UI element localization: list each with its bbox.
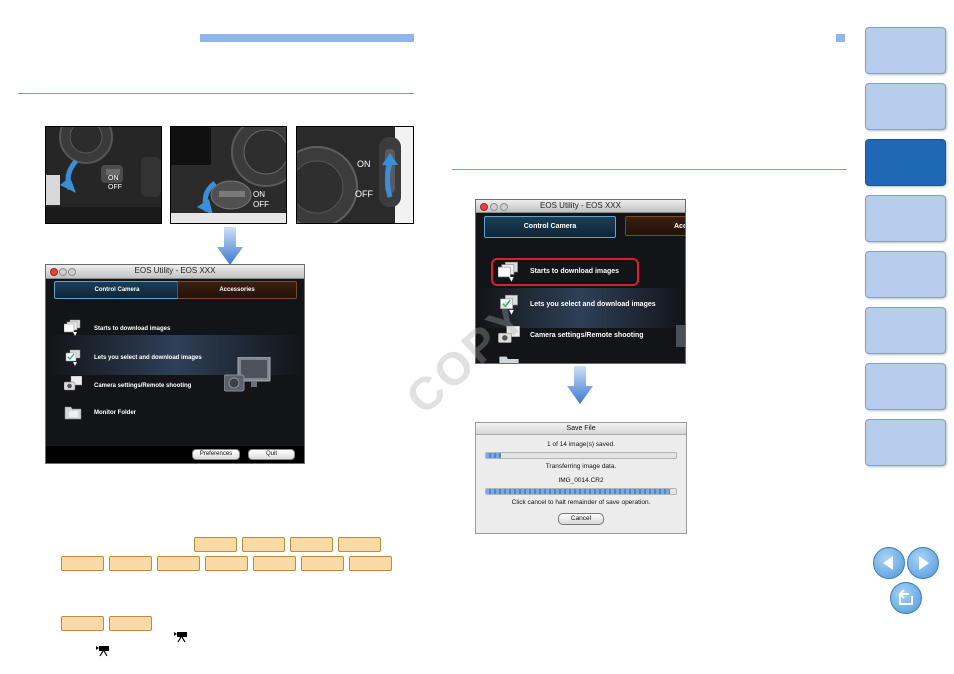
select-download-icon [500,294,518,315]
close-window-icon[interactable] [50,268,58,276]
nav-tab-1[interactable] [865,27,946,74]
eos-utility-window-zoomed: EOS Utility - EOS XXX Control Camera Acc… [475,199,686,364]
model-badge [61,556,104,571]
download-images-icon [64,319,81,336]
minimize-window-icon[interactable] [59,268,67,276]
tab-accessories[interactable]: Accessories [177,281,297,299]
camera-settings-icon [498,326,520,343]
right-arrow-icon [919,556,929,570]
movie-camera-icon [96,646,109,657]
model-badge [253,556,296,571]
return-icon [898,589,913,605]
save-file-dialog: Save File 1 of 14 image(s) saved. Transf… [475,422,687,534]
model-badge [194,537,237,552]
model-badge [290,537,333,552]
on-label: ON [108,175,119,182]
overall-progress-fill [486,453,502,458]
model-badge [157,556,200,571]
menu-item-camera-settings[interactable]: Camera settings/Remote shooting [530,332,644,339]
nav-tab-2[interactable] [865,83,946,130]
menu-item-select-download[interactable]: Lets you select and download images [94,355,202,361]
saved-count-text: 1 of 14 image(s) saved. [547,441,615,448]
menu-item-camera-settings[interactable]: Camera settings/Remote shooting [94,383,192,389]
return-button[interactable] [890,582,922,614]
monitor-folder-icon [64,406,82,420]
window-titlebar: EOS Utility - EOS XXX [46,265,304,279]
svg-text:OFF: OFF [355,189,373,199]
cancel-button[interactable]: Cancel [558,513,604,525]
download-images-icon [498,261,518,282]
camera-switch-photo-2: ON OFF [170,126,287,224]
window-titlebar: EOS Utility - EOS XXX [476,200,685,213]
section-marker [836,34,845,42]
nav-tab-8[interactable] [865,419,946,466]
menu-item-download-images[interactable]: Starts to download images [94,326,171,332]
model-badge [61,616,104,631]
camera-switch-photo-1: ON OFF [45,126,162,224]
left-arrow-icon [883,556,893,570]
minimize-window-icon[interactable] [490,203,498,211]
transfer-status-text: Transferring image data. [545,463,617,470]
monitor-folder-icon [499,356,519,363]
model-badge [349,556,392,571]
file-progress-bar [485,488,677,495]
menu-item-download-images[interactable]: Starts to download images [530,268,620,275]
menu-item-monitor-folder[interactable]: Monitor Folder [94,410,136,416]
model-badge [242,537,285,552]
cancel-hint-text: Click cancel to halt remainder of save o… [511,499,651,506]
current-filename: IMG_0014.CR2 [558,477,604,484]
nav-tab-7[interactable] [865,363,946,410]
nav-tab-6[interactable] [865,307,946,354]
model-badge [109,616,152,631]
divider-right [452,169,847,170]
highlight-frame [491,258,639,286]
nav-tab-3-active[interactable] [865,139,946,186]
next-page-button[interactable] [907,547,939,579]
down-arrow-icon [567,366,593,404]
camera-graphic-edge [676,325,685,347]
model-badge [301,556,344,571]
svg-text:OFF: OFF [253,200,269,209]
tab-control-camera[interactable]: Control Camera [54,281,180,299]
tab-accessories[interactable]: Acc [625,216,685,236]
menu-item-select-download[interactable]: Lets you select and download images [530,301,656,308]
zoom-window-icon[interactable] [68,268,76,276]
model-badge [205,556,248,571]
off-label: OFF [108,184,122,191]
previous-page-button[interactable] [873,547,905,579]
zoom-window-icon[interactable] [500,203,508,211]
nav-tab-4[interactable] [865,195,946,242]
dialog-title: Save File [476,423,686,435]
camera-switch-photo-3: ON OFF [296,126,414,224]
model-badge [109,556,152,571]
close-window-icon[interactable] [480,203,488,211]
file-progress-fill [486,489,671,494]
window-title: EOS Utility - EOS XXX [540,201,621,210]
tab-control-camera[interactable]: Control Camera [484,216,616,238]
movie-camera-icon [174,632,187,643]
section-header-bar [200,34,414,42]
camera-settings-icon [64,376,82,391]
select-download-icon [65,349,81,366]
svg-text:ON: ON [253,190,265,199]
preferences-button[interactable]: Preferences [192,449,240,460]
svg-text:ON: ON [357,159,371,169]
quit-button[interactable]: Quit [248,449,295,460]
window-title: EOS Utility - EOS XXX [134,266,216,275]
model-badge [338,537,381,552]
divider-left [18,93,414,94]
eos-utility-window: EOS Utility - EOS XXX Control Camera Acc… [45,264,305,464]
overall-progress-bar [485,452,677,459]
down-arrow-icon [217,227,243,265]
nav-tab-5[interactable] [865,251,946,298]
camera-computer-graphic-icon [224,357,271,392]
